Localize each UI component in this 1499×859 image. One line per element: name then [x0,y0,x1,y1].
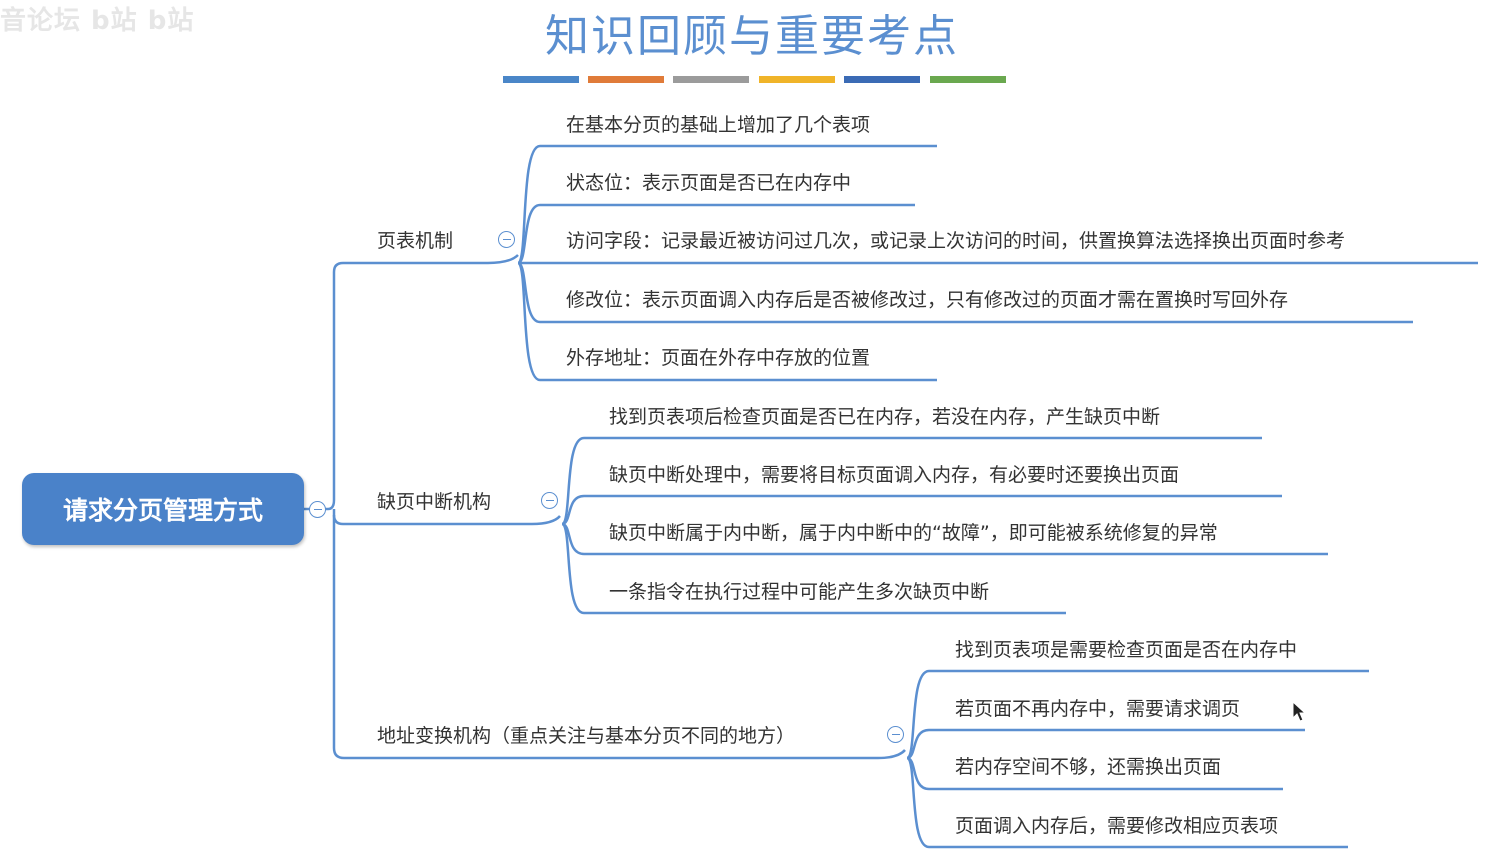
page-title: 知识回顾与重要考点 [545,11,959,62]
edge-root-branch-2 [332,515,353,760]
leaf-2-3[interactable]: 页面调入内存后，需要修改相应页表项 [955,815,1279,837]
branch-0-underline [353,254,519,265]
root-node[interactable]: 请求分页管理方式 [22,473,304,545]
root-collapse-icon[interactable] [309,501,326,518]
branch-2-underline [353,749,906,760]
leaf-2-1[interactable]: 若页面不再内存中，需要请求调页 [955,698,1241,720]
leaf-0-1[interactable]: 状态位：表示页面是否已在内存中 [566,172,852,194]
watermark: 音论坛 b站 b站 [0,6,195,36]
branch-page-fault-collapse-icon[interactable] [541,492,558,509]
title-bar-3 [759,76,835,83]
edge-root-branch-1 [332,509,353,526]
title-bar-5 [930,76,1006,83]
leaf-0-2[interactable]: 访问字段：记录最近被访问过几次，或记录上次访问的时间，供置换算法选择换出页面时参… [566,230,1346,252]
title-bar-4 [844,76,920,83]
branch-1-underline [353,515,561,526]
title-bar-0 [503,76,579,83]
branch-page-fault[interactable]: 缺页中断机构 [377,491,492,513]
leaf-1-3[interactable]: 一条指令在执行过程中可能产生多次缺页中断 [609,581,990,603]
leaf-1-2[interactable]: 缺页中断属于内中断，属于内中断中的“故障”，即可能被系统修复的异常 [609,522,1218,544]
branch-address-translation[interactable]: 地址变换机构（重点关注与基本分页不同的地方） [377,725,796,747]
leaf-0-3[interactable]: 修改位：表示页面调入内存后是否被修改过，只有修改过的页面才需在置换时写回外存 [566,289,1289,311]
leaf-2-0[interactable]: 找到页表项是需要检查页面是否在内存中 [955,639,1298,661]
leaf-0-4[interactable]: 外存地址：页面在外存中存放的位置 [566,347,871,369]
title-bar-1 [588,76,664,83]
leaf-2-2[interactable]: 若内存空间不够，还需换出页面 [955,756,1222,778]
title-bar-2 [673,76,749,83]
branch-address-translation-collapse-icon[interactable] [887,726,904,743]
leaf-1-1[interactable]: 缺页中断处理中，需要将目标页面调入内存，有必要时还要换出页面 [609,464,1180,486]
branch-page-table-collapse-icon[interactable] [498,231,515,248]
branch-page-table[interactable]: 页表机制 [377,230,454,252]
leaf-0-0[interactable]: 在基本分页的基础上增加了几个表项 [566,114,871,136]
leaf-1-0[interactable]: 找到页表项后检查页面是否已在内存，若没在内存，产生缺页中断 [609,406,1161,428]
mouse-cursor-icon [1292,701,1306,722]
edge-root-trunk [304,261,353,511]
